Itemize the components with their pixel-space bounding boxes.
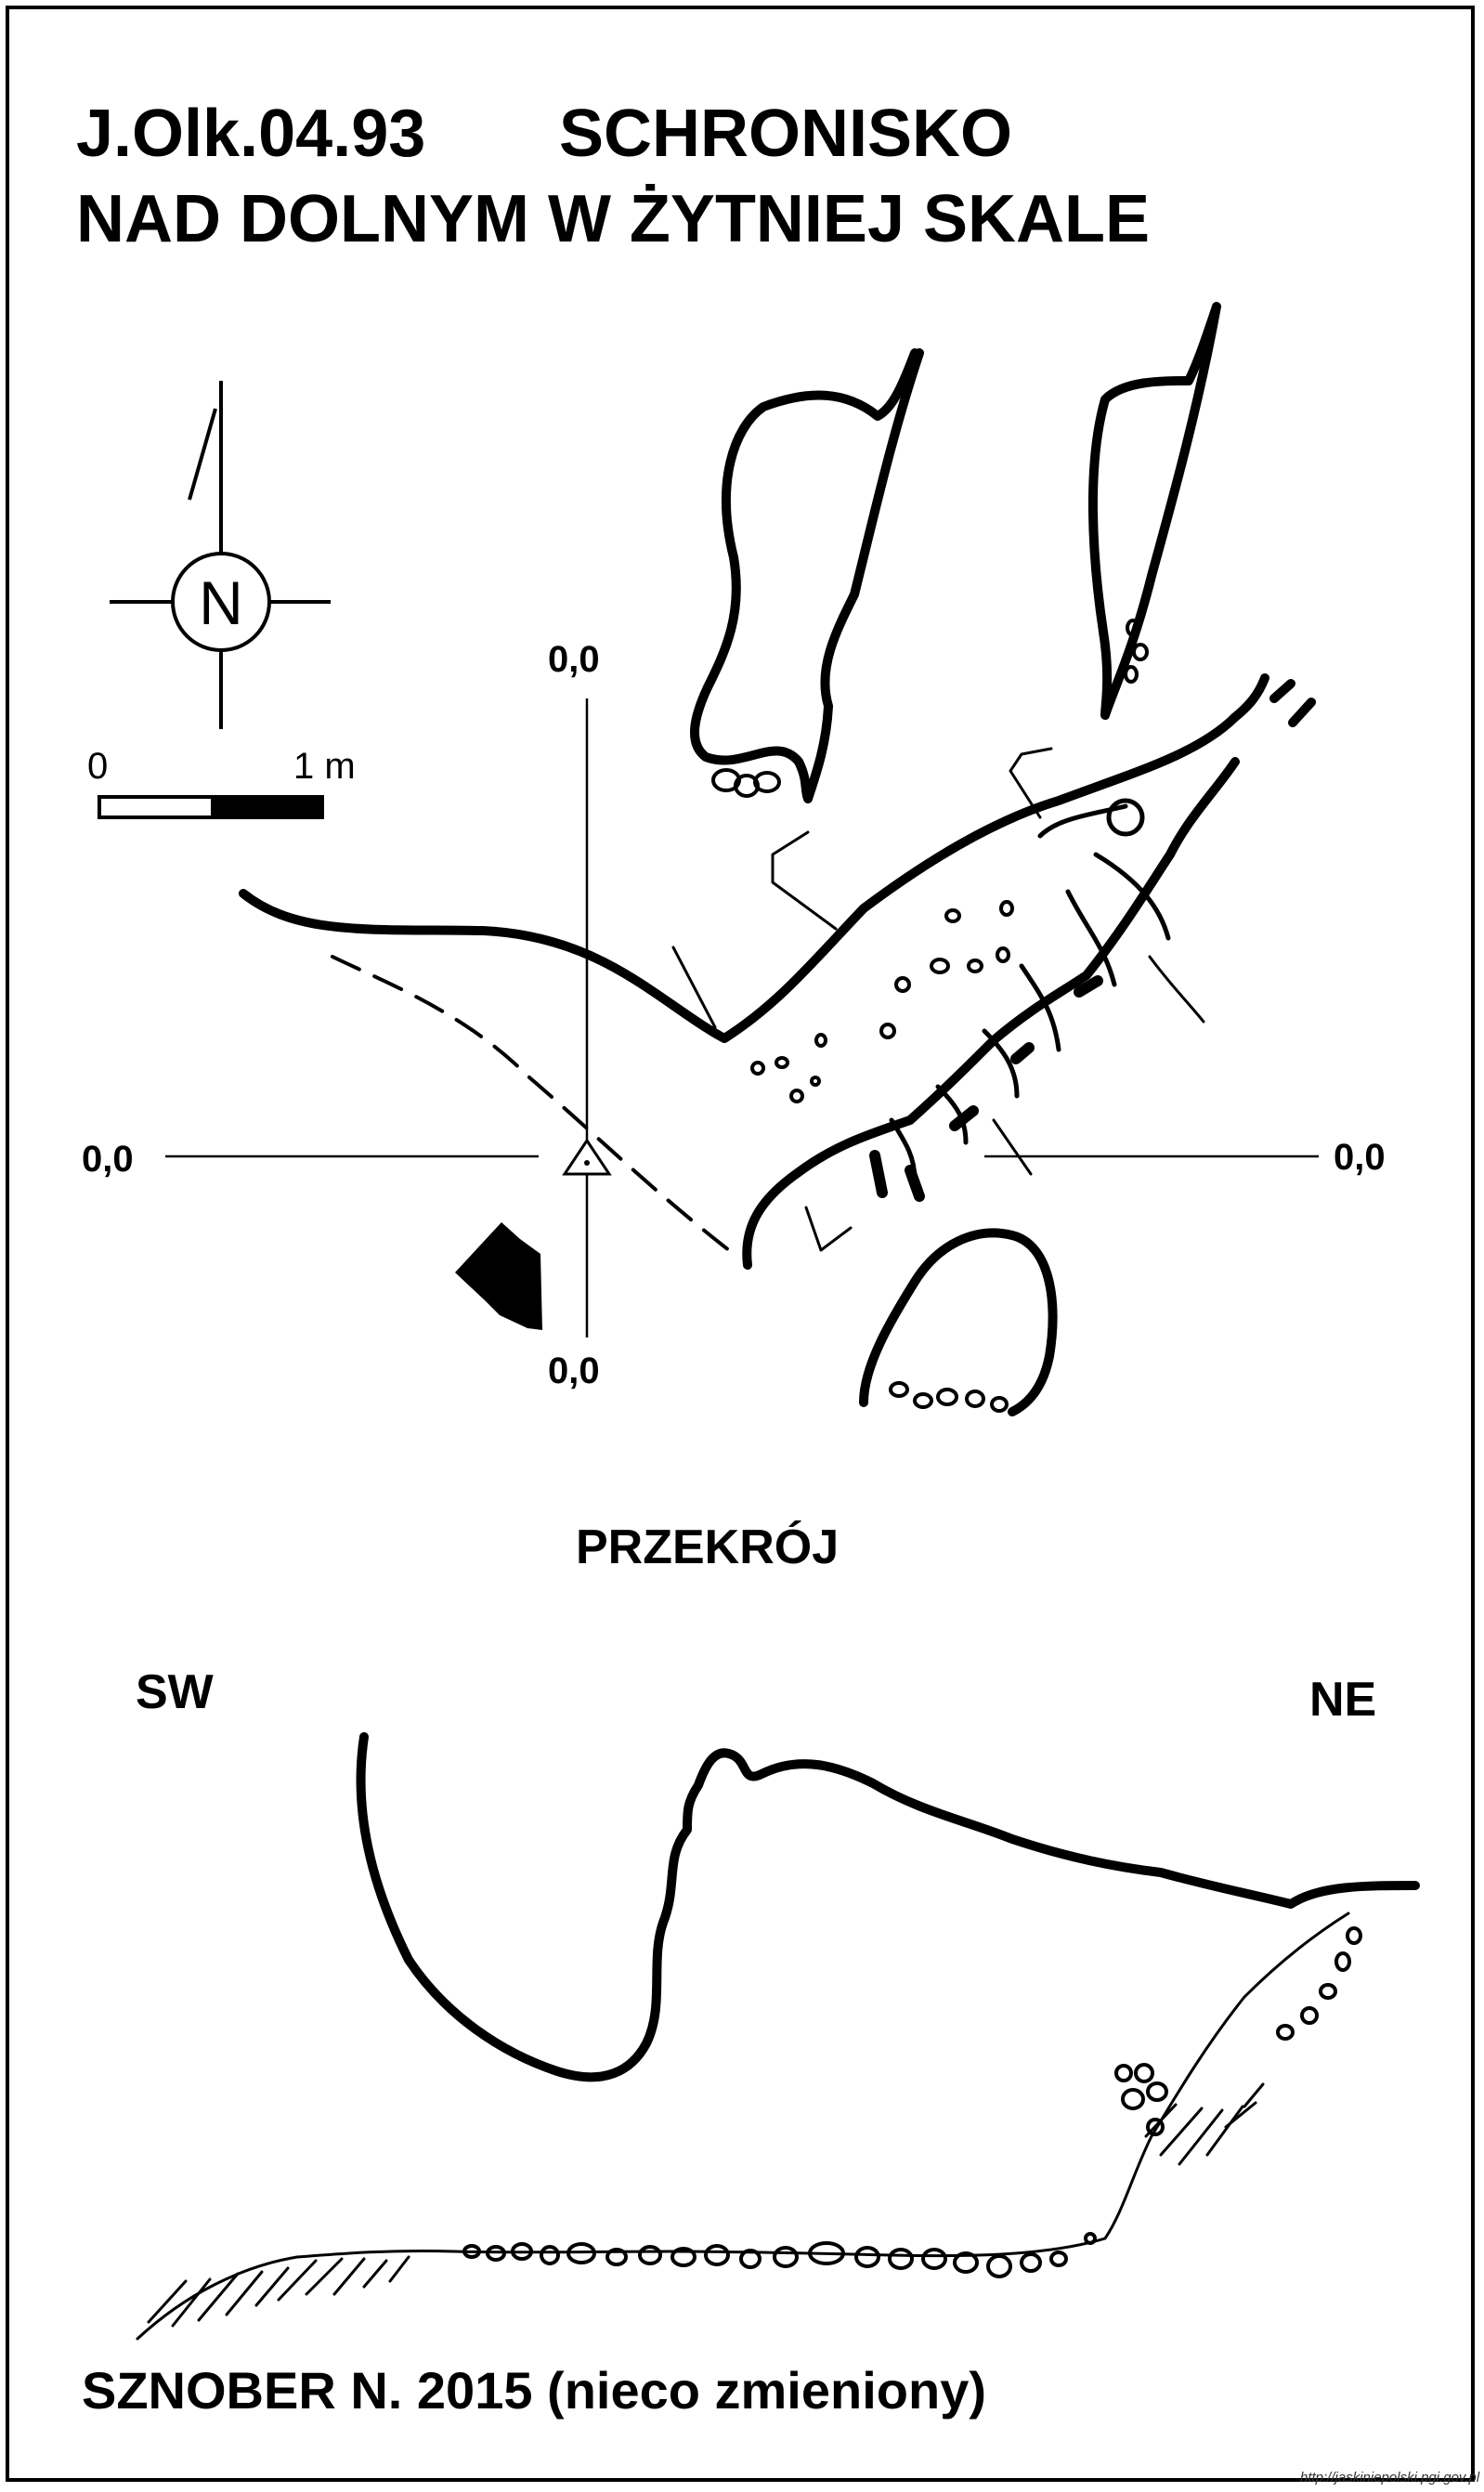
cave-plan	[239, 302, 1316, 1416]
section-pebbles	[462, 1926, 1362, 2278]
author-credit: SZNOBER N. 2015 (nieco zmieniony)	[82, 2361, 986, 2420]
section-heading: PRZEKRÓJ	[576, 1520, 840, 1574]
cave-name-line2: NAD DOLNYM W ŻYTNIEJ SKALE	[76, 182, 1151, 256]
north-arrow-icon: N	[110, 381, 331, 729]
cave-cross-section	[136, 1732, 1420, 2341]
page-border	[6, 6, 1475, 2482]
coord-label-right: 0,0	[1334, 1137, 1386, 1178]
entrance-arrow-icon	[455, 1222, 542, 1330]
scale-end-label: 1 m	[293, 746, 356, 787]
plan-axes	[165, 698, 1319, 1337]
coord-label-left: 0,0	[82, 1139, 134, 1180]
cave-code: J.Olk.04.93	[76, 97, 426, 171]
coord-label-top: 0,0	[548, 639, 600, 680]
coord-label-bottom: 0,0	[548, 1350, 600, 1391]
section-direction-sw: SW	[136, 1665, 214, 1719]
compass-letter: N	[199, 568, 243, 637]
plan-pebbles	[711, 619, 1149, 1413]
scale-bar	[98, 795, 324, 819]
cave-name-line1: SCHRONISKO	[559, 97, 1013, 171]
scale-start-label: 0	[87, 746, 109, 787]
datum-point-icon	[562, 1138, 612, 1176]
section-direction-ne: NE	[1309, 1673, 1377, 1727]
source-url: http://jaskiniepolski.pgi.gov.pl	[1300, 2470, 1480, 2485]
